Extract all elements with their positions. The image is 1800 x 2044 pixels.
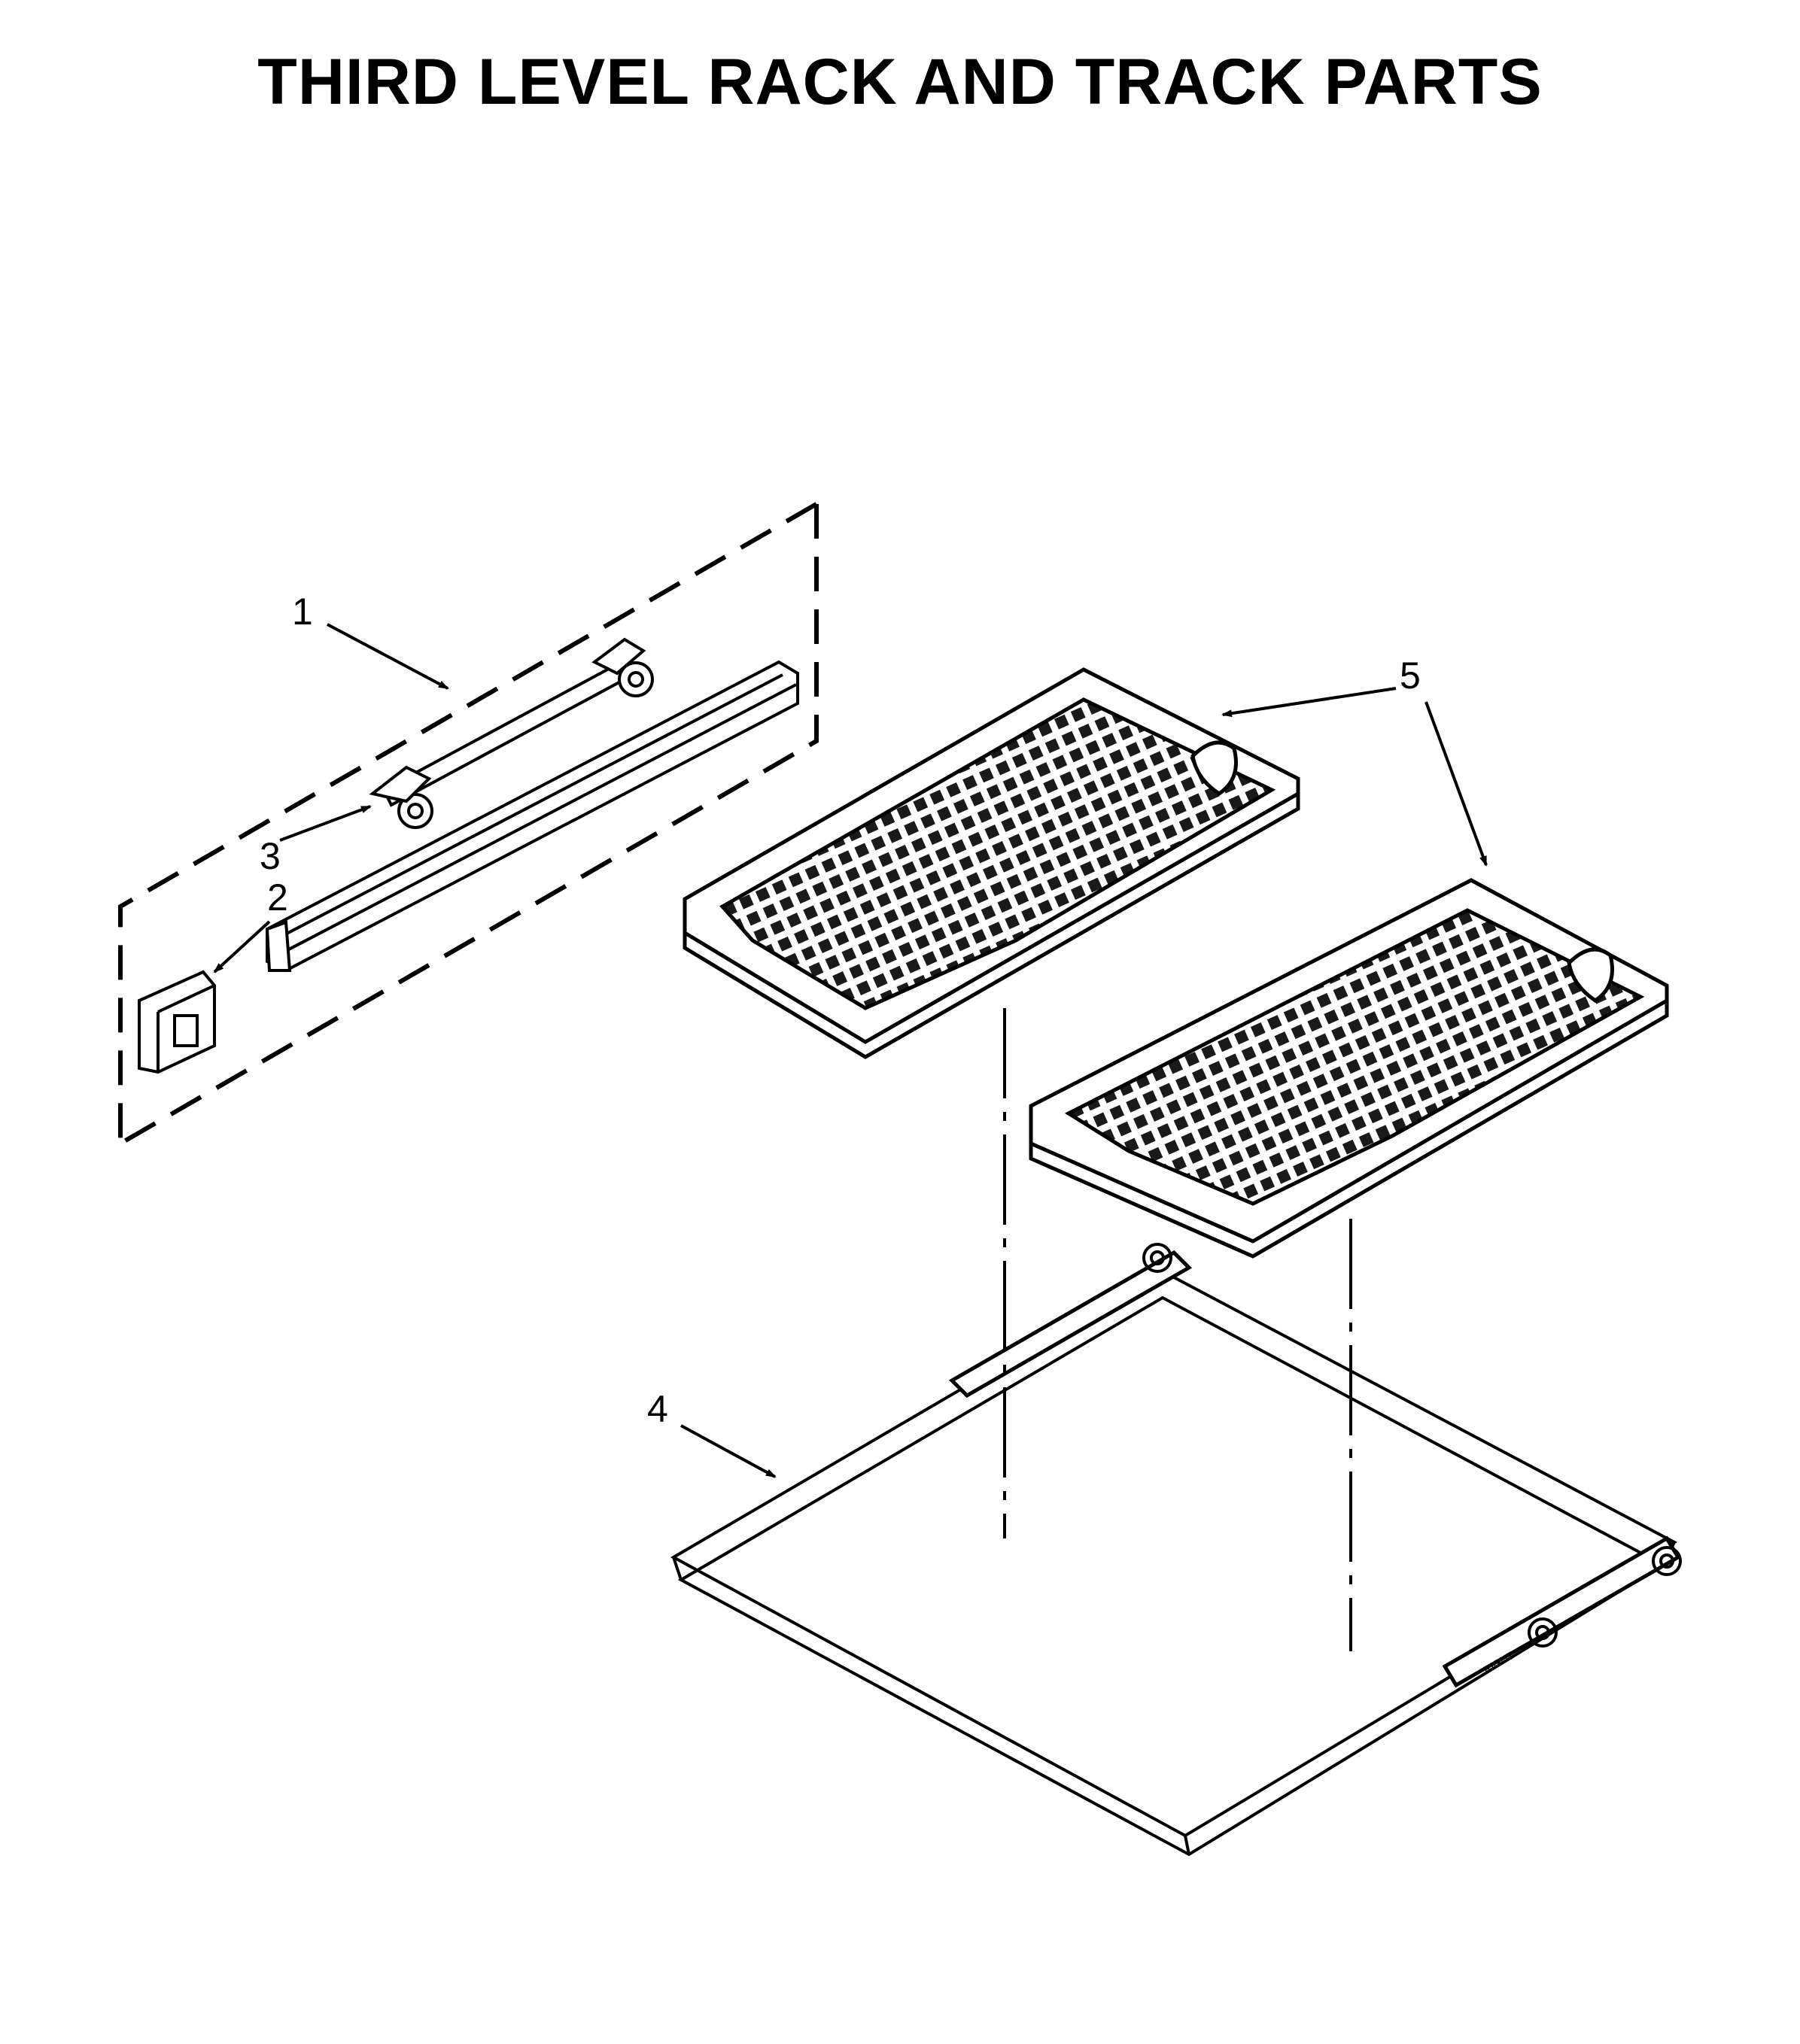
part-3-wheel-carriage <box>369 637 654 829</box>
part-2-end-clip <box>138 970 216 1074</box>
part-1-track-rail <box>265 660 799 973</box>
callout-2: 2 <box>267 876 288 919</box>
kit-boundary <box>118 502 819 1146</box>
callout-1: 1 <box>292 591 313 633</box>
part-4-rack-frame <box>670 1243 1682 1857</box>
part-5-utensil-tray-upper <box>683 667 1300 1059</box>
alignment-lines <box>1003 1008 1352 1651</box>
diagram-title: THIRD LEVEL RACK AND TRACK PARTS <box>257 46 1543 118</box>
part-5-utensil-tray-lower <box>1029 878 1669 1259</box>
callout-4: 4 <box>647 1388 668 1430</box>
leader-arrows <box>213 623 1488 1478</box>
callout-5: 5 <box>1400 655 1421 697</box>
callout-3: 3 <box>260 835 281 877</box>
